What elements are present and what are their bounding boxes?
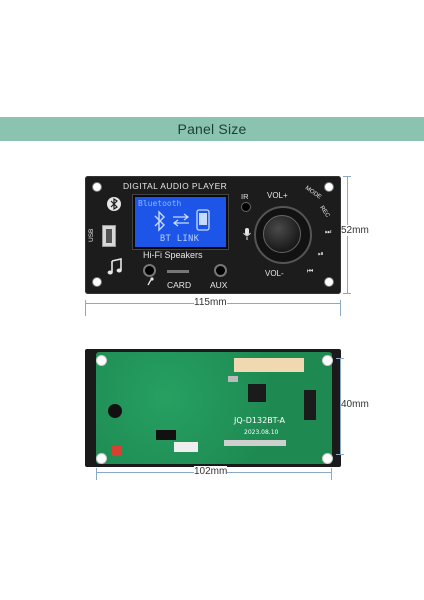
- ir-label: IR: [241, 192, 249, 201]
- vol-plus-label: VOL+: [267, 191, 288, 200]
- dimension-line: [340, 358, 341, 454]
- mount-hole: [324, 182, 334, 192]
- card-label: CARD: [167, 280, 192, 290]
- board-model: JQ-D132BT-A: [234, 416, 286, 425]
- card-slot[interactable]: [167, 270, 189, 273]
- ribbon-connector: [234, 358, 304, 372]
- component: [156, 430, 176, 440]
- back-height-label: 40mm: [341, 399, 369, 410]
- ir-sensor: [241, 202, 251, 212]
- panel-caption: Hi-Fi Speakers: [143, 250, 203, 260]
- usb-label: USB: [88, 228, 95, 242]
- lcd-bottom-text: BT LINK: [160, 234, 200, 244]
- dimension-tick: [336, 454, 344, 455]
- card-slot-back: [224, 440, 286, 446]
- lcd-bluetooth-icon: [154, 210, 165, 232]
- panel-title: DIGITAL AUDIO PLAYER: [123, 181, 228, 191]
- section-banner: Panel Size: [0, 117, 424, 141]
- vol-minus-label: VOL-: [265, 269, 284, 278]
- microphone-jack-icon: [147, 277, 154, 286]
- front-height-label: 52mm: [341, 225, 369, 236]
- mic-jack[interactable]: [143, 264, 156, 277]
- back-width-label: 102mm: [194, 466, 228, 477]
- play-pause-icon: ⏯: [318, 251, 324, 258]
- side-chip: [304, 390, 316, 420]
- mount-hole: [92, 182, 102, 192]
- lcd-transfer-arrows-icon: [172, 213, 190, 227]
- red-connector: [112, 446, 122, 456]
- main-chip: [248, 384, 266, 402]
- board-date: 2023.08.10: [244, 429, 279, 436]
- lcd-display: Bluetooth BT LINK: [133, 195, 228, 249]
- dimension-tick: [331, 468, 332, 480]
- prev-track-icon: ⏮: [307, 268, 314, 275]
- bluetooth-icon: [107, 197, 121, 211]
- dimension-tick: [340, 300, 341, 316]
- music-note-icon: [107, 258, 122, 275]
- mount-hole: [96, 453, 107, 464]
- pcb-board: JQ-D132BT-A 2023.08.10: [96, 352, 332, 464]
- white-connector: [174, 442, 198, 452]
- mount-hole: [322, 453, 333, 464]
- microphone-icon: [243, 228, 251, 240]
- dimension-tick: [85, 300, 86, 316]
- front-panel: DIGITAL AUDIO PLAYER USB Bluetooth BT LI…: [85, 176, 341, 294]
- jack-back: [108, 404, 122, 418]
- mount-hole: [92, 277, 102, 287]
- crystal: [228, 376, 238, 382]
- mount-hole: [324, 277, 334, 287]
- banner-title: Panel Size: [177, 121, 247, 137]
- front-width-label: 115mm: [194, 297, 227, 308]
- lcd-phone-icon: [196, 209, 210, 231]
- aux-jack[interactable]: [214, 264, 227, 277]
- aux-label: AUX: [210, 280, 228, 290]
- dimension-tick: [96, 468, 97, 480]
- usb-port[interactable]: [102, 225, 116, 247]
- mount-hole: [322, 355, 333, 366]
- rec-label: REC: [318, 205, 331, 219]
- mount-hole: [96, 355, 107, 366]
- mode-label: MODE: [303, 185, 323, 201]
- next-track-icon: ⏭: [325, 229, 332, 236]
- lcd-top-text: Bluetooth: [138, 199, 182, 208]
- volume-knob[interactable]: [263, 215, 301, 253]
